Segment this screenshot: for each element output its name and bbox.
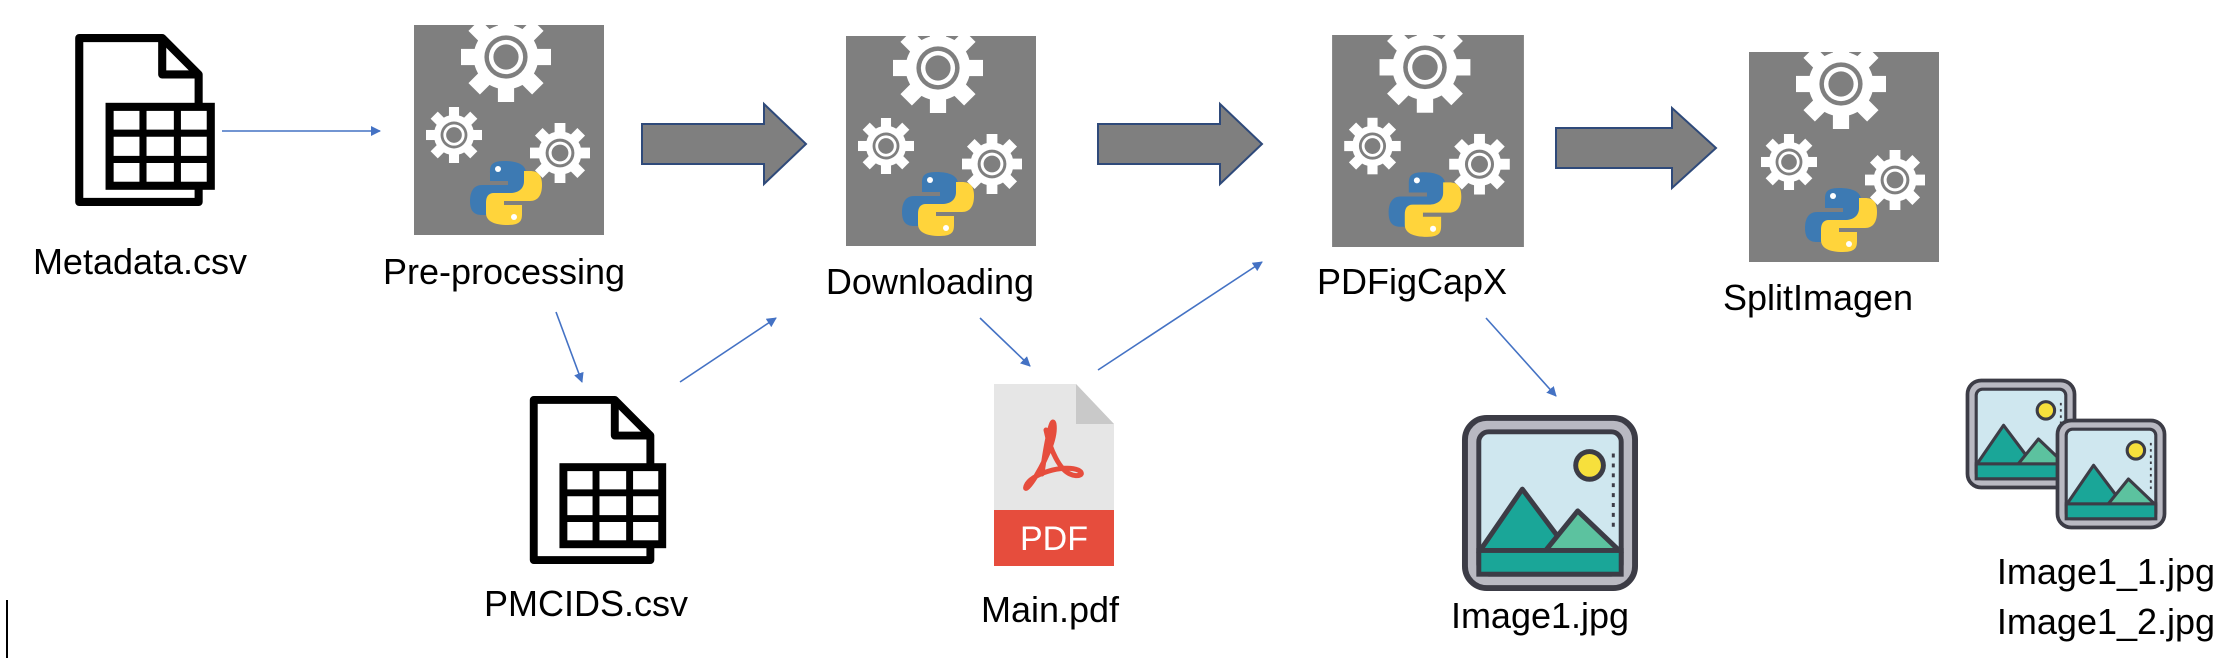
preprocessing-label: Pre-processing bbox=[382, 251, 626, 292]
metadata-label: Metadata.csv bbox=[32, 241, 248, 282]
pdf-badge-text: PDF bbox=[1020, 520, 1088, 558]
splitimagen-label: SplitImagen bbox=[1722, 277, 1914, 318]
image1-picture-icon bbox=[1465, 418, 1635, 588]
arrow-pdfigcapx-to-image1 bbox=[1485, 317, 1557, 397]
pmcids-spreadsheet-icon bbox=[534, 400, 662, 560]
pdfigcapx-gears-icon bbox=[1332, 22, 1524, 247]
mainpdf-label: Main.pdf bbox=[980, 589, 1120, 630]
arrow-mainpdf-to-pdfigcapx bbox=[1097, 261, 1263, 371]
pmcids-label: PMCIDS.csv bbox=[483, 583, 689, 624]
split-image-2-icon bbox=[2057, 420, 2164, 527]
image1-label: Image1.jpg bbox=[1450, 595, 1630, 636]
split-image-2-label: Image1_2.jpg bbox=[1996, 601, 2215, 642]
flow-arrow-downloading-to-pdfigcapx bbox=[1097, 101, 1264, 187]
metadata-spreadsheet-icon bbox=[79, 38, 211, 202]
flow-arrow-pdfigcapx-to-splitimagen bbox=[1555, 105, 1718, 191]
splitimagen-gears-icon bbox=[1749, 39, 1939, 262]
text-cursor bbox=[6, 600, 8, 658]
arrow-pmcids-to-downloading bbox=[679, 317, 777, 383]
pdf-file-icon: PDF bbox=[994, 384, 1114, 566]
downloading-label: Downloading bbox=[825, 261, 1035, 302]
flow-arrow-preprocessing-to-downloading bbox=[641, 101, 808, 187]
arrow-downloading-to-mainpdf bbox=[979, 317, 1031, 367]
preprocessing-gears-icon bbox=[414, 12, 604, 235]
downloading-gears-icon bbox=[846, 23, 1036, 246]
arrow-preprocessing-to-pmcids bbox=[555, 311, 584, 383]
pdfigcapx-label: PDFigCapX bbox=[1316, 261, 1508, 302]
split-image-1-label: Image1_1.jpg bbox=[1996, 551, 2215, 592]
